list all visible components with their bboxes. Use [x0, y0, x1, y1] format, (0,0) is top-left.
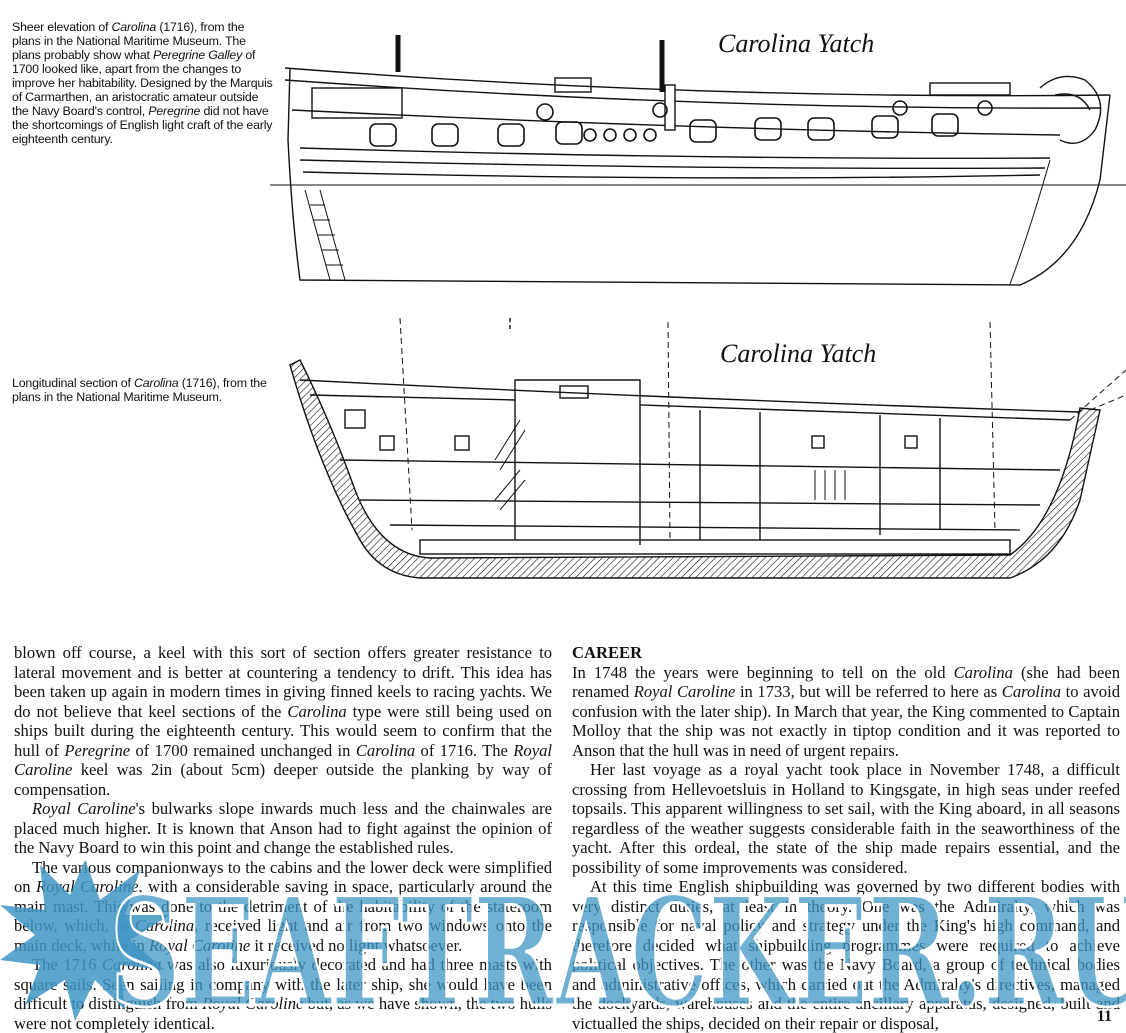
italic-text: Royal Caroline — [202, 994, 303, 1013]
longitudinal-section-drawing: Carolina Yatch — [0, 300, 1126, 600]
body-paragraph: Her last voyage as a royal yacht took pl… — [572, 760, 1120, 877]
body-paragraph: At this time English shipbuilding was go… — [572, 877, 1120, 1033]
italic-text: Carolina — [135, 916, 194, 935]
sheer-drawing-title: Carolina Yatch — [718, 29, 874, 58]
italic-text: Carolina — [356, 741, 415, 760]
body-paragraph: The 1716 Carolina was also luxuriously d… — [14, 955, 552, 1033]
text-run: in 1733, but will be referred to here as — [735, 682, 1001, 701]
text-run: of 1700 remained unchanged in — [130, 741, 356, 760]
italic-text: Carolina — [1002, 682, 1061, 701]
text-run: it received no light whatsoever. — [250, 936, 462, 955]
section-heading-career: CAREER — [572, 643, 1120, 663]
body-paragraph: blown off course, a keel with this sort … — [14, 643, 552, 799]
italic-text: Royal Caroline — [149, 936, 250, 955]
career-paragraphs: In 1748 the years were beginning to tell… — [572, 663, 1120, 1033]
text-run: keel was 2in (about 5cm) deeper outside … — [14, 760, 552, 799]
italic-text: Carolina — [102, 955, 161, 974]
italic-text: Royal Caroline — [36, 877, 139, 896]
body-paragraph: In 1748 the years were beginning to tell… — [572, 663, 1120, 761]
text-run: At this time English shipbuilding was go… — [572, 877, 1120, 1033]
floor-frames — [420, 540, 1010, 554]
left-text-column: blown off course, a keel with this sort … — [14, 643, 552, 1033]
italic-text: Royal Caroline — [32, 799, 136, 818]
italic-text: Carolina — [287, 702, 346, 721]
italic-text: Royal Caroline — [634, 682, 736, 701]
page-number: 11 — [1097, 1008, 1112, 1026]
body-paragraph: Royal Caroline's bulwarks slope inwards … — [14, 799, 552, 858]
body-paragraph: The various companionways to the cabins … — [14, 858, 552, 956]
sheer-elevation-drawing: Carolina Yatch — [0, 0, 1126, 295]
gunports — [370, 101, 992, 146]
text-run: of 1716. The — [415, 741, 513, 760]
section-drawing-title: Carolina Yatch — [720, 339, 876, 368]
right-text-column: CAREER In 1748 the years were beginning … — [572, 643, 1120, 1033]
text-run: Her last voyage as a royal yacht took pl… — [572, 760, 1120, 877]
text-run: In 1748 the years were beginning to tell… — [572, 663, 954, 682]
italic-text: Peregrine — [64, 741, 130, 760]
text-run: The 1716 — [32, 955, 102, 974]
italic-text: Carolina — [954, 663, 1013, 682]
